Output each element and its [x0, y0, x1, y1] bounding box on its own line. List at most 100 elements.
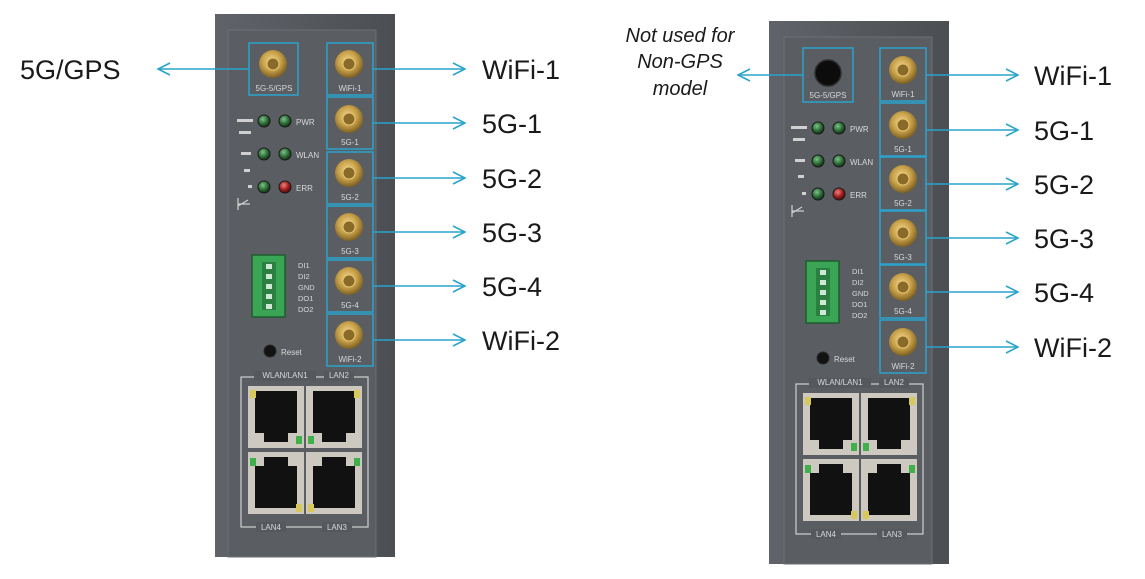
signal-bar	[244, 169, 250, 172]
led-signal	[257, 147, 271, 161]
signal-bar	[791, 126, 807, 129]
led-label-pwr: PWR	[850, 125, 869, 134]
signal-bar	[248, 185, 252, 188]
signal-bar	[237, 119, 253, 122]
led-pwr	[832, 121, 846, 135]
io-label-di1: DI1	[298, 261, 310, 270]
io-label-do1: DO1	[298, 294, 313, 303]
led-pwr	[278, 114, 292, 128]
port-label: 5G-4	[341, 301, 359, 310]
gps-port-capped: 5G-5/GPS	[802, 47, 854, 103]
antenna-symbol-icon	[791, 205, 804, 217]
callout-label-wifi1: WiFi-1	[1034, 61, 1112, 91]
io-label-gnd: GND	[852, 289, 869, 298]
rj45-port	[248, 386, 304, 448]
callout-label-5g3: 5G-3	[1034, 224, 1094, 254]
antenna-port-5g1: 5G-1	[326, 96, 374, 150]
io-terminal-block: DI1 DI2 GND DO1 DO2	[805, 260, 869, 324]
led-signal	[257, 114, 271, 128]
lan-port-block: WLAN/LAN1 LAN2 LAN4 LAN3	[795, 378, 924, 539]
led-label-err: ERR	[296, 184, 313, 193]
io-terminal-block: DI1 DI2 GND DO1 DO2	[251, 254, 315, 318]
note-line-1: Not used for	[626, 25, 736, 47]
rj45-port	[306, 386, 362, 448]
led-label-pwr: PWR	[296, 118, 315, 127]
lan-label-wlan-lan1: WLAN/LAN1	[817, 378, 863, 387]
led-wlan	[278, 147, 292, 161]
antenna-port-5g3: 5G-3	[879, 210, 927, 265]
rj45-port	[803, 459, 859, 521]
led-signal	[811, 187, 825, 201]
led-label-err: ERR	[850, 191, 867, 200]
led-label-wlan: WLAN	[296, 151, 319, 160]
port-cap-icon	[814, 59, 842, 87]
io-label-di1: DI1	[852, 267, 864, 276]
callout-label-gps: 5G/GPS	[20, 55, 121, 85]
signal-bar	[798, 175, 804, 178]
lan-label-lan3: LAN3	[882, 530, 903, 539]
callout-label-5g1: 5G-1	[482, 109, 542, 139]
lan-label-lan2: LAN2	[329, 371, 350, 380]
antenna-port-gps: 5G-5/GPS	[248, 42, 299, 96]
io-label-di2: DI2	[298, 272, 310, 281]
port-label: 5G-5/GPS	[256, 84, 293, 93]
io-label-di2: DI2	[852, 278, 864, 287]
left-device: 5G-5/GPS WiFi-1 5G-1 5G-2 5G-3	[20, 14, 560, 558]
port-label: 5G-3	[894, 253, 912, 262]
led-signal	[811, 121, 825, 135]
antenna-port-wifi1: WiFi-1	[326, 42, 374, 96]
port-label: 5G-2	[894, 199, 912, 208]
right-device: 5G-5/GPS WiFi-1 5G-1 5G-2 5G-3	[626, 21, 1112, 565]
port-label: WiFi-1	[338, 84, 362, 93]
antenna-port-5g3: 5G-3	[326, 205, 374, 259]
led-label-wlan: WLAN	[850, 158, 873, 167]
port-label: 5G-3	[341, 247, 359, 256]
led-err	[832, 187, 846, 201]
io-label-gnd: GND	[298, 283, 315, 292]
led-wlan	[832, 154, 846, 168]
antenna-symbol-icon	[237, 198, 250, 210]
led-err	[278, 180, 292, 194]
callout-label-5g3: 5G-3	[482, 218, 542, 248]
port-label: 5G-5/GPS	[810, 91, 847, 100]
io-label-do2: DO2	[298, 305, 313, 314]
note-line-2: Non-GPS	[637, 51, 723, 73]
reset-button	[263, 344, 277, 358]
callout-label-5g2: 5G-2	[1034, 170, 1094, 200]
note-line-3: model	[653, 78, 708, 100]
callout-label-5g2: 5G-2	[482, 164, 542, 194]
antenna-port-5g2: 5G-2	[879, 156, 927, 211]
port-label: 5G-4	[894, 307, 912, 316]
callout-label-wifi2: WiFi-2	[1034, 333, 1112, 363]
led-panel: PWR WLAN ERR	[791, 121, 873, 217]
lan-label-lan4: LAN4	[261, 523, 282, 532]
port-label: 5G-2	[341, 193, 359, 202]
port-label: WiFi-1	[891, 90, 915, 99]
lan-label-wlan-lan1: WLAN/LAN1	[262, 371, 308, 380]
rj45-port	[861, 393, 917, 455]
lan-port-block: WLAN/LAN1 LAN2 LAN4 LAN3	[240, 371, 369, 532]
callout-label-5g4: 5G-4	[482, 272, 542, 302]
lan-label-lan2: LAN2	[884, 378, 905, 387]
signal-bar	[802, 192, 806, 195]
port-label: WiFi-2	[338, 355, 362, 364]
led-panel: PWR WLAN ERR	[237, 114, 319, 210]
lan-label-lan4: LAN4	[816, 530, 837, 539]
reset-label: Reset	[834, 355, 856, 364]
rj45-port	[861, 459, 917, 521]
led-signal	[257, 180, 271, 194]
port-label: 5G-1	[894, 145, 912, 154]
reset-button	[816, 351, 830, 365]
callout-label-5g4: 5G-4	[1034, 278, 1094, 308]
signal-bar	[795, 159, 805, 162]
reset-label: Reset	[281, 348, 303, 357]
signal-bar	[241, 152, 251, 155]
rj45-port	[248, 452, 304, 514]
rj45-port	[306, 452, 362, 514]
port-label: WiFi-2	[891, 362, 915, 371]
led-signal	[811, 154, 825, 168]
port-label: 5G-1	[341, 138, 359, 147]
antenna-port-5g1: 5G-1	[879, 102, 927, 157]
io-label-do2: DO2	[852, 311, 867, 320]
